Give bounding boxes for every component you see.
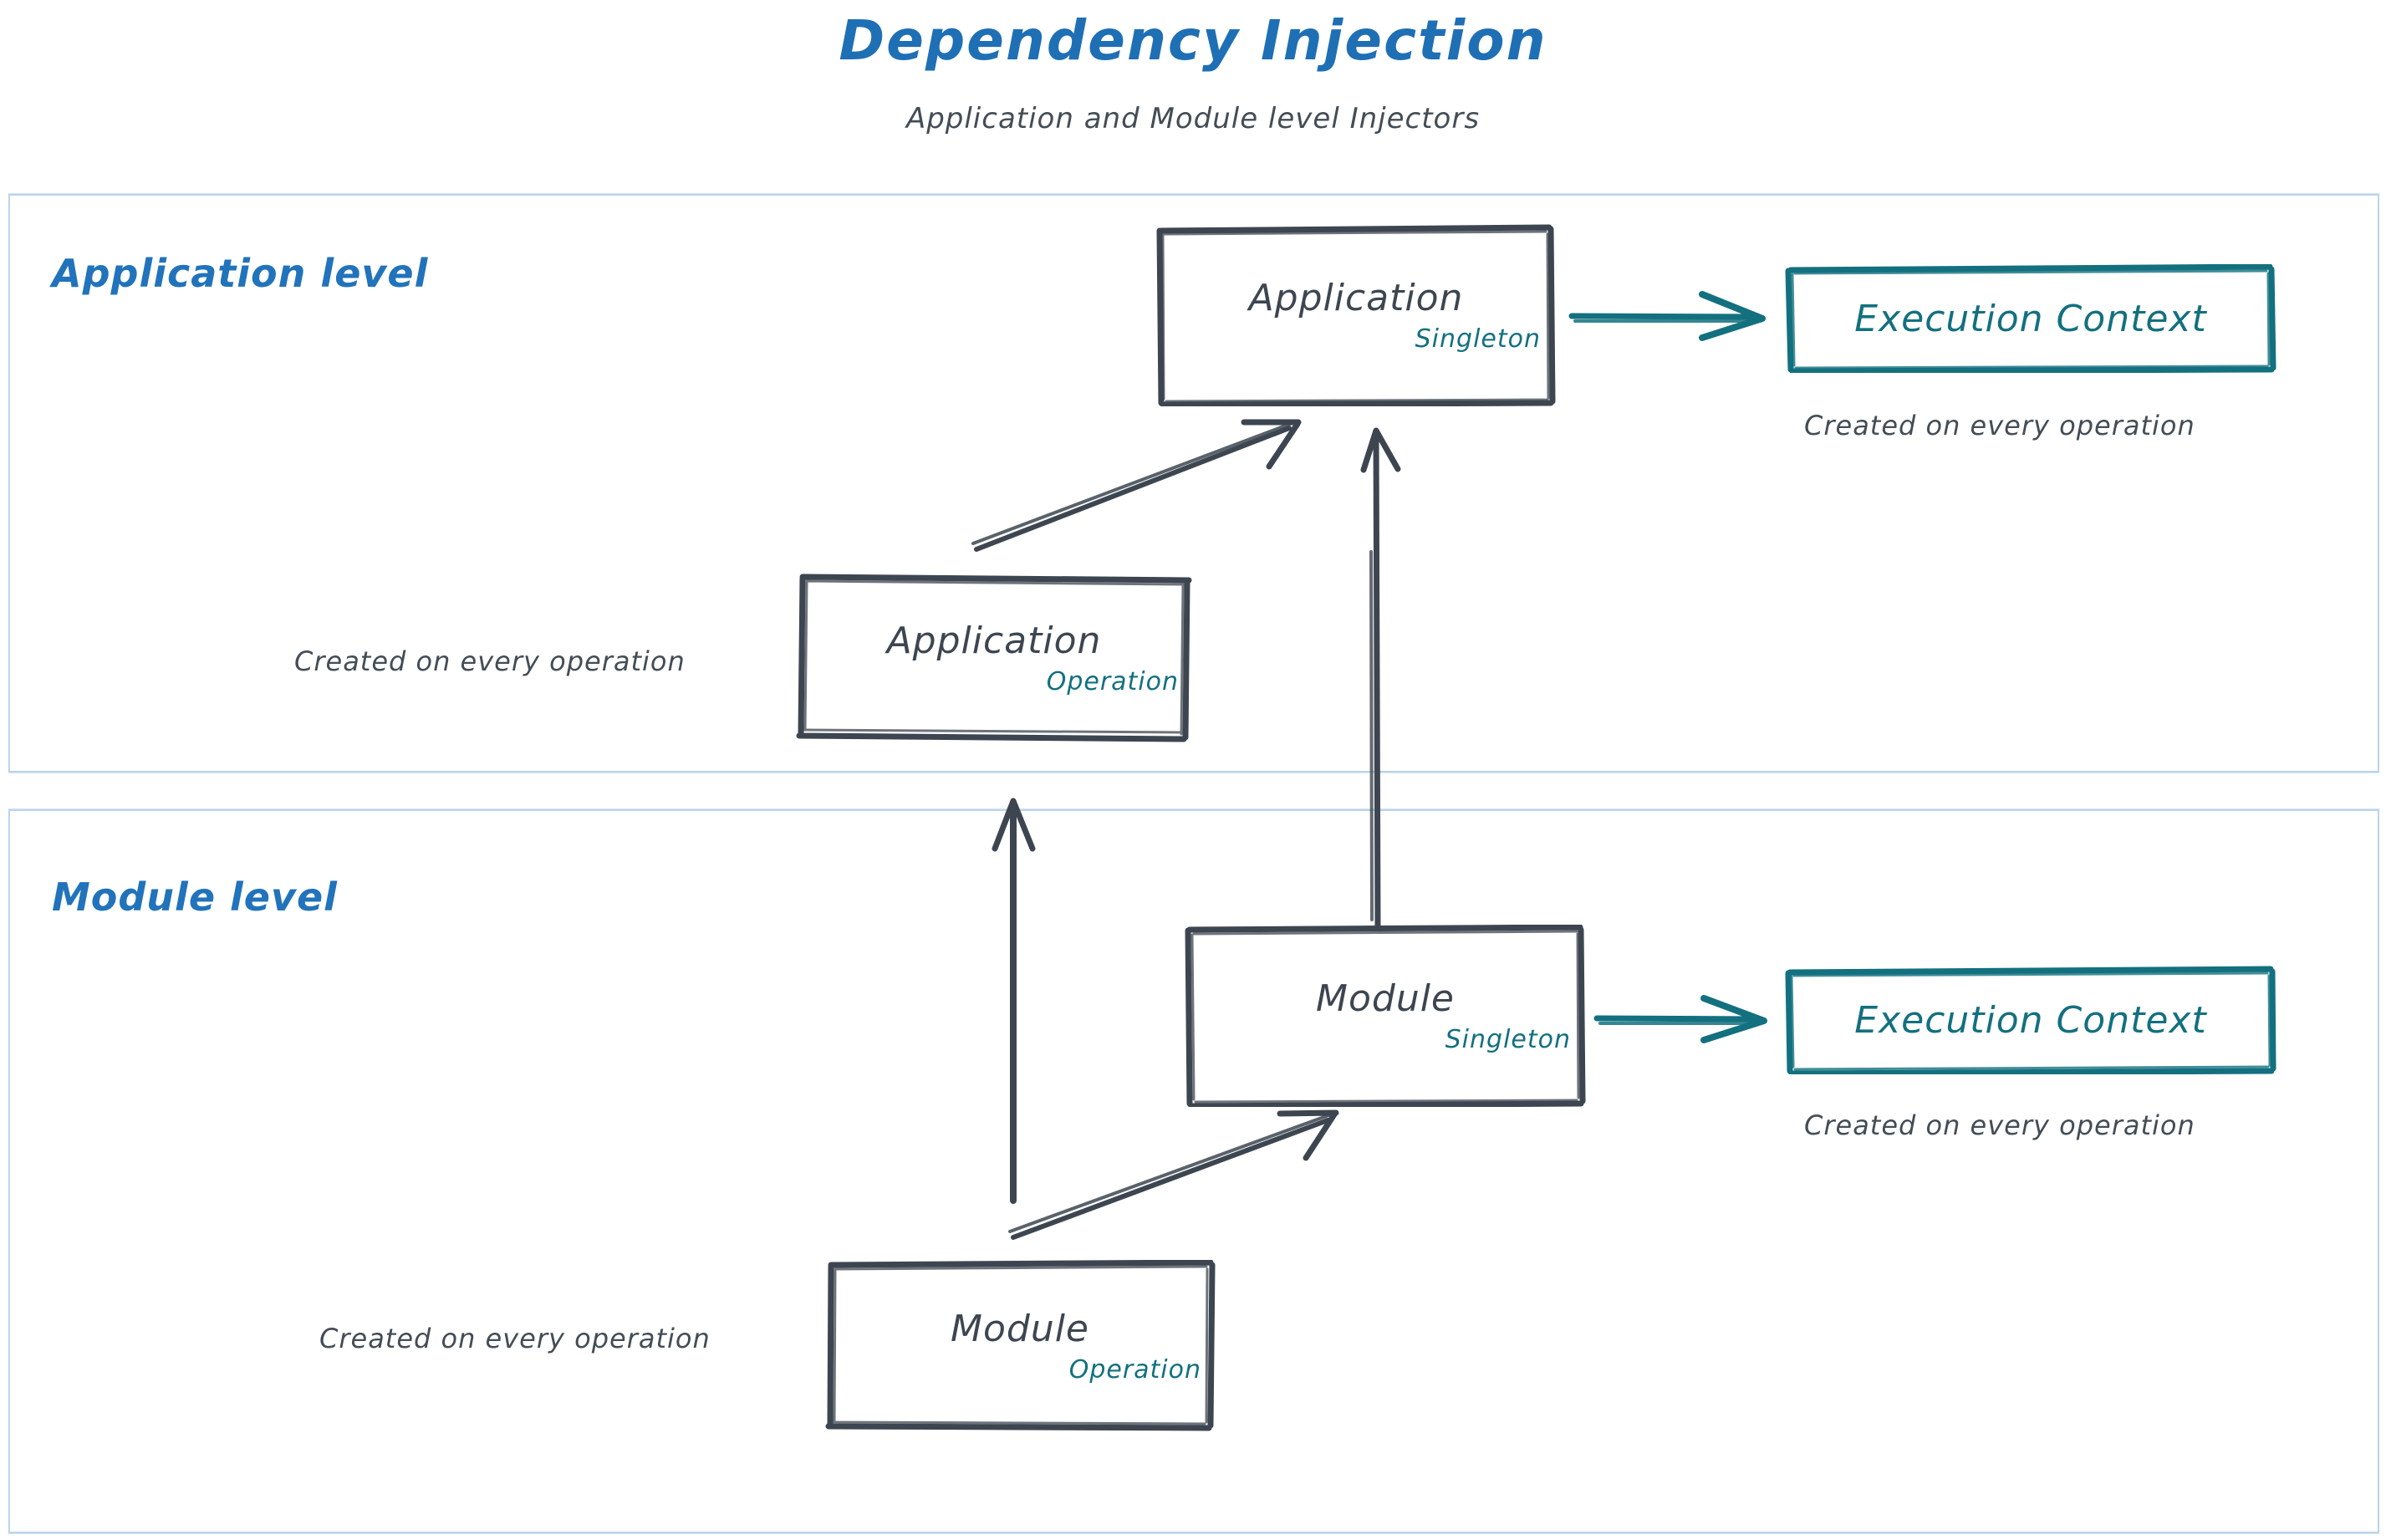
application-singleton-box-outline [1156,224,1556,406]
module-execution-context-caption: Created on every operation [1804,1109,2195,1141]
application-operation-title: Application [886,620,1102,662]
module-execution-context-title: Execution Context [1854,998,2207,1042]
application-execution-context-caption: Created on every operation [1804,410,2195,441]
application-execution-context-box[interactable]: Execution Context [1785,264,2276,373]
module-singleton-box-outline [1185,925,1586,1107]
application-operation-scope: Operation [1046,667,1179,696]
application-singleton-box[interactable]: Application Singleton [1156,224,1556,406]
module-operation-box[interactable]: Module Operation [823,1260,1216,1431]
module-operation-note: Created on every operation [319,1323,711,1354]
module-operation-box-outline [825,1260,1216,1431]
module-operation-scope: Operation [1068,1354,1201,1384]
module-execution-context-outline [1785,966,2276,1074]
module-singleton-title: Module [1316,977,1455,1020]
application-execution-context-outline [1785,264,2276,373]
application-level-frame [8,194,2379,773]
module-execution-context-box[interactable]: Execution Context [1785,966,2276,1074]
application-operation-box[interactable]: Application Operation [794,574,1194,742]
module-level-frame [8,809,2379,1533]
application-singleton-title: Application [1248,277,1464,319]
application-singleton-scope: Singleton [1415,324,1541,354]
module-level-label: Module level [52,875,338,920]
page-title: Dependency Injection [839,8,1547,73]
module-singleton-box[interactable]: Module Singleton [1185,925,1586,1107]
application-operation-box-outline [796,574,1192,742]
module-singleton-scope: Singleton [1445,1025,1571,1054]
application-operation-note: Created on every operation [294,645,686,677]
application-execution-context-title: Execution Context [1854,297,2207,340]
application-level-label: Application level [52,251,429,296]
page-subtitle: Application and Module level Injectors [905,102,1481,135]
module-operation-title: Module [951,1307,1089,1350]
